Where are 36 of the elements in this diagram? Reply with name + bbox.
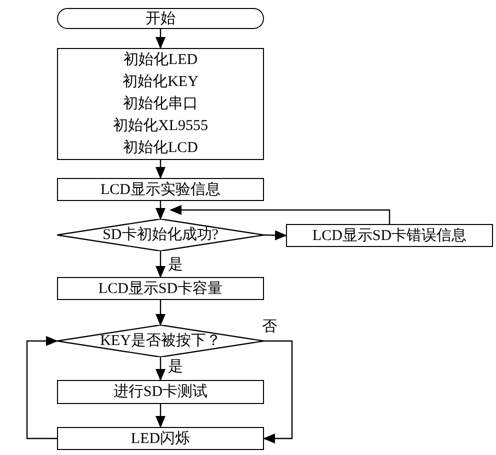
arrow bbox=[26, 336, 58, 440]
node-text: 初始化XL9555 bbox=[113, 116, 208, 136]
arrow bbox=[156, 201, 166, 220]
node-text: LCD显示实验信息 bbox=[100, 180, 220, 200]
start-terminator bbox=[57, 8, 264, 29]
arrow bbox=[264, 230, 287, 240]
node-text: 初始化KEY bbox=[122, 72, 198, 92]
arrow bbox=[156, 251, 166, 278]
node-text: 初始化串口 bbox=[123, 94, 198, 114]
arrow bbox=[156, 357, 166, 381]
node-text: 进行SD卡测试 bbox=[113, 382, 208, 402]
node-text: LCD显示SD卡错误信息 bbox=[312, 226, 467, 246]
process-box bbox=[57, 427, 264, 450]
arrow bbox=[263, 340, 293, 444]
node-text: 开始 bbox=[146, 10, 176, 28]
edge-label: 是 bbox=[168, 358, 183, 376]
process-box bbox=[286, 224, 493, 247]
node-text: LCD显示SD卡容量 bbox=[98, 279, 223, 298]
edge-label: 是 bbox=[168, 256, 183, 274]
arrow bbox=[156, 160, 166, 179]
arrow bbox=[170, 205, 390, 224]
decision-diamond bbox=[57, 219, 264, 251]
decision-diamond bbox=[57, 325, 264, 357]
node-text: KEY是否被按下？ bbox=[100, 332, 221, 351]
arrow bbox=[156, 29, 166, 49]
process-box bbox=[57, 48, 264, 160]
process-box bbox=[57, 380, 264, 404]
arrow bbox=[156, 300, 166, 326]
process-box bbox=[57, 277, 264, 300]
edge-label: 否 bbox=[262, 318, 277, 336]
process-box bbox=[57, 178, 264, 201]
node-text: SD卡初始化成功? bbox=[102, 226, 218, 245]
node-text: 初始化LCD bbox=[123, 138, 198, 158]
node-text: LED闪烁 bbox=[130, 430, 190, 448]
arrow bbox=[156, 404, 166, 428]
node-text: 初始化LED bbox=[123, 50, 198, 70]
